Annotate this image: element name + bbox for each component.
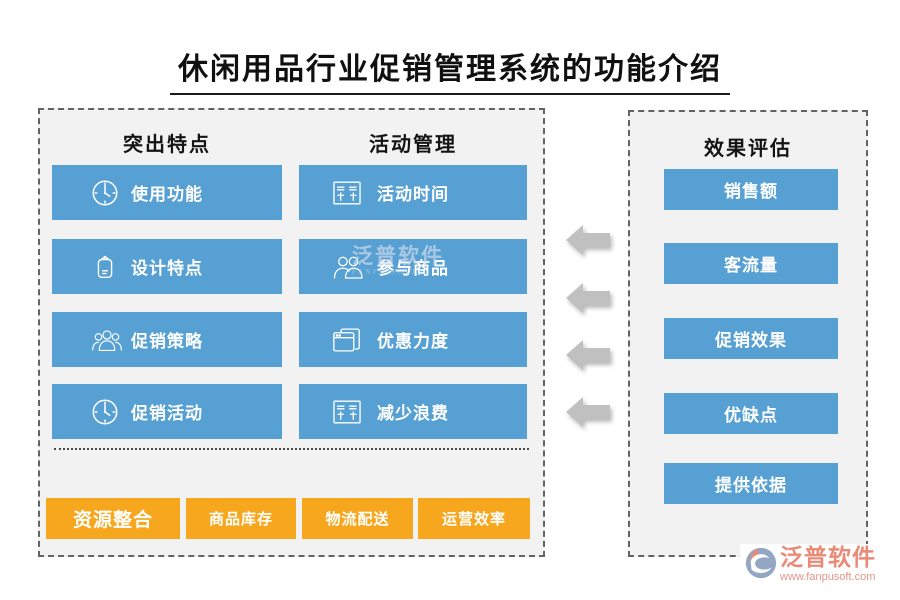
list-sliders-icon [331, 179, 363, 206]
button-discount-strength[interactable]: 优惠力度 [299, 312, 527, 367]
list-sliders-icon [331, 398, 363, 425]
windows-icon [331, 325, 362, 354]
left-arrow-icon [566, 280, 612, 316]
clock-icon [90, 397, 120, 427]
button-participating-products[interactable]: 参与商品 [299, 239, 527, 294]
button-product-inventory[interactable]: 商品库存 [186, 498, 296, 539]
column-header-activity: 活动管理 [369, 134, 457, 156]
button-label: 资源整合 [72, 510, 153, 531]
button-operation-efficiency[interactable]: 运营效率 [418, 498, 530, 539]
clock-icon [90, 178, 120, 208]
button-label: 促销活动 [131, 404, 203, 423]
button-promotion-activity[interactable]: 促销活动 [52, 384, 282, 439]
left-arrow-icon [566, 222, 612, 258]
vendor-logo[interactable]: 泛普软件 www.fanpusoft.com [740, 544, 880, 585]
button-label: 提供依据 [715, 476, 787, 495]
button-label: 优缺点 [724, 406, 778, 425]
vendor-url[interactable]: www.fanpusoft.com [780, 571, 876, 583]
button-customer-traffic[interactable]: 客流量 [664, 243, 838, 284]
dotted-separator [54, 448, 529, 450]
button-label: 设计特点 [131, 259, 203, 278]
button-sales-amount[interactable]: 销售额 [664, 169, 838, 210]
button-design-features[interactable]: 设计特点 [52, 239, 282, 294]
button-resource-integration[interactable]: 资源整合 [46, 498, 180, 539]
button-usage-function[interactable]: 使用功能 [52, 165, 282, 220]
button-label: 活动时间 [377, 185, 449, 204]
button-activity-time[interactable]: 活动时间 [299, 165, 527, 220]
button-promotion-effect[interactable]: 促销效果 [664, 318, 838, 359]
button-label: 运营效率 [441, 512, 506, 528]
button-label: 销售额 [724, 182, 778, 201]
button-promotion-strategy[interactable]: 促销策略 [52, 312, 282, 367]
column-header-features: 突出特点 [123, 134, 211, 156]
button-label: 商品库存 [208, 512, 273, 528]
button-logistics-delivery[interactable]: 物流配送 [302, 498, 413, 539]
fanpu-logo-icon [744, 546, 778, 580]
button-label: 客流量 [724, 256, 778, 275]
people-icon [331, 253, 365, 280]
right-panel: 效果评估 销售额 客流量 促销效果 优缺点 提供依据 [628, 110, 868, 557]
page-title-text: 休闲用品行业促销管理系统的功能介绍 [170, 44, 730, 95]
people-group-icon [90, 326, 124, 353]
left-panel: 突出特点 活动管理 使用功能 设计特点 [38, 108, 545, 557]
column-header-evaluation: 效果评估 [704, 138, 792, 160]
left-arrow-icon [566, 337, 612, 373]
button-pros-cons[interactable]: 优缺点 [664, 393, 838, 434]
vendor-name: 泛普软件 [780, 545, 876, 570]
button-label: 减少浪费 [377, 404, 449, 423]
button-label: 物流配送 [325, 512, 390, 528]
button-reduce-waste[interactable]: 减少浪费 [299, 384, 527, 439]
page-title: 休闲用品行业促销管理系统的功能介绍 [0, 44, 900, 95]
button-label: 优惠力度 [377, 332, 449, 351]
button-label: 促销策略 [131, 332, 203, 351]
left-arrow-icon [566, 394, 612, 430]
button-label: 促销效果 [715, 331, 787, 350]
button-label: 参与商品 [377, 259, 449, 278]
button-label: 使用功能 [131, 185, 203, 204]
pouch-icon [90, 252, 120, 282]
button-provide-basis[interactable]: 提供依据 [664, 463, 838, 504]
